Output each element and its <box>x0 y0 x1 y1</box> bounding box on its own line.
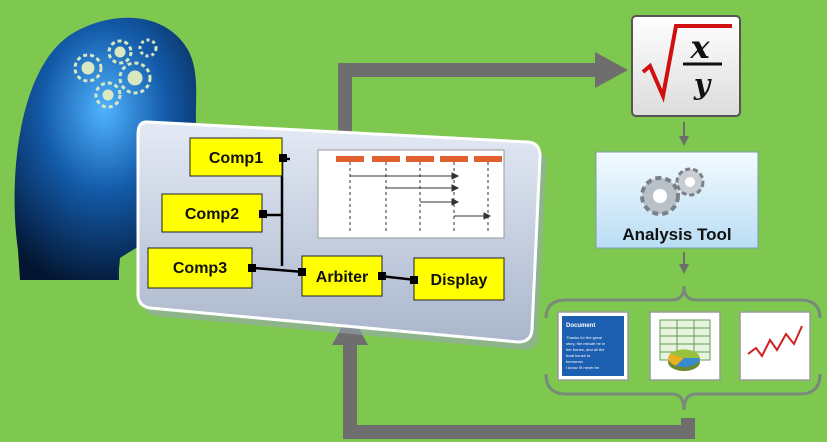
comp2-label: Comp2 <box>185 206 239 223</box>
document-line: I know I'll never be <box>566 365 600 370</box>
comp3-label: Comp3 <box>173 260 227 277</box>
document-title: Document <box>566 323 595 329</box>
arbiter-label: Arbiter <box>316 269 368 286</box>
document-line: Thanks for the great <box>566 335 603 340</box>
document-output-icon: Document Thanks for the great story, the… <box>557 311 629 381</box>
display-label: Display <box>431 272 488 289</box>
display-block: Display <box>410 257 505 301</box>
document-line: boat house to <box>566 353 591 358</box>
formula-denominator: y <box>693 68 712 101</box>
brain-gears-icon <box>73 38 158 109</box>
output-flow-arrow <box>338 52 628 148</box>
arbiter-block: Arbiter <box>298 255 386 297</box>
document-line: story, the minute he in <box>566 341 605 346</box>
analysis-tool-label: Analysis Tool <box>622 225 731 244</box>
square-root-icon <box>641 24 732 103</box>
formula-to-analysis-arrow <box>679 122 689 146</box>
top-brace <box>544 285 822 319</box>
formula-box: x y <box>631 15 741 117</box>
comp3-block: Comp3 <box>147 247 256 289</box>
gears-icon <box>640 167 705 216</box>
document-line: tomorrow. <box>566 359 584 364</box>
comp1-label: Comp1 <box>209 150 263 167</box>
line-chart-output-icon <box>739 311 811 381</box>
formula-numerator: x <box>689 28 710 66</box>
spreadsheet-chart-output-icon <box>649 311 721 381</box>
analysis-tool-box: Analysis Tool <box>595 151 759 249</box>
analysis-to-outputs-arrow <box>679 252 689 274</box>
document-line: her bones, and all the <box>566 347 605 352</box>
bottom-brace <box>544 373 822 411</box>
comp1-block: Comp1 <box>189 137 287 177</box>
timing-diagram <box>317 149 505 239</box>
comp2-block: Comp2 <box>161 193 267 233</box>
